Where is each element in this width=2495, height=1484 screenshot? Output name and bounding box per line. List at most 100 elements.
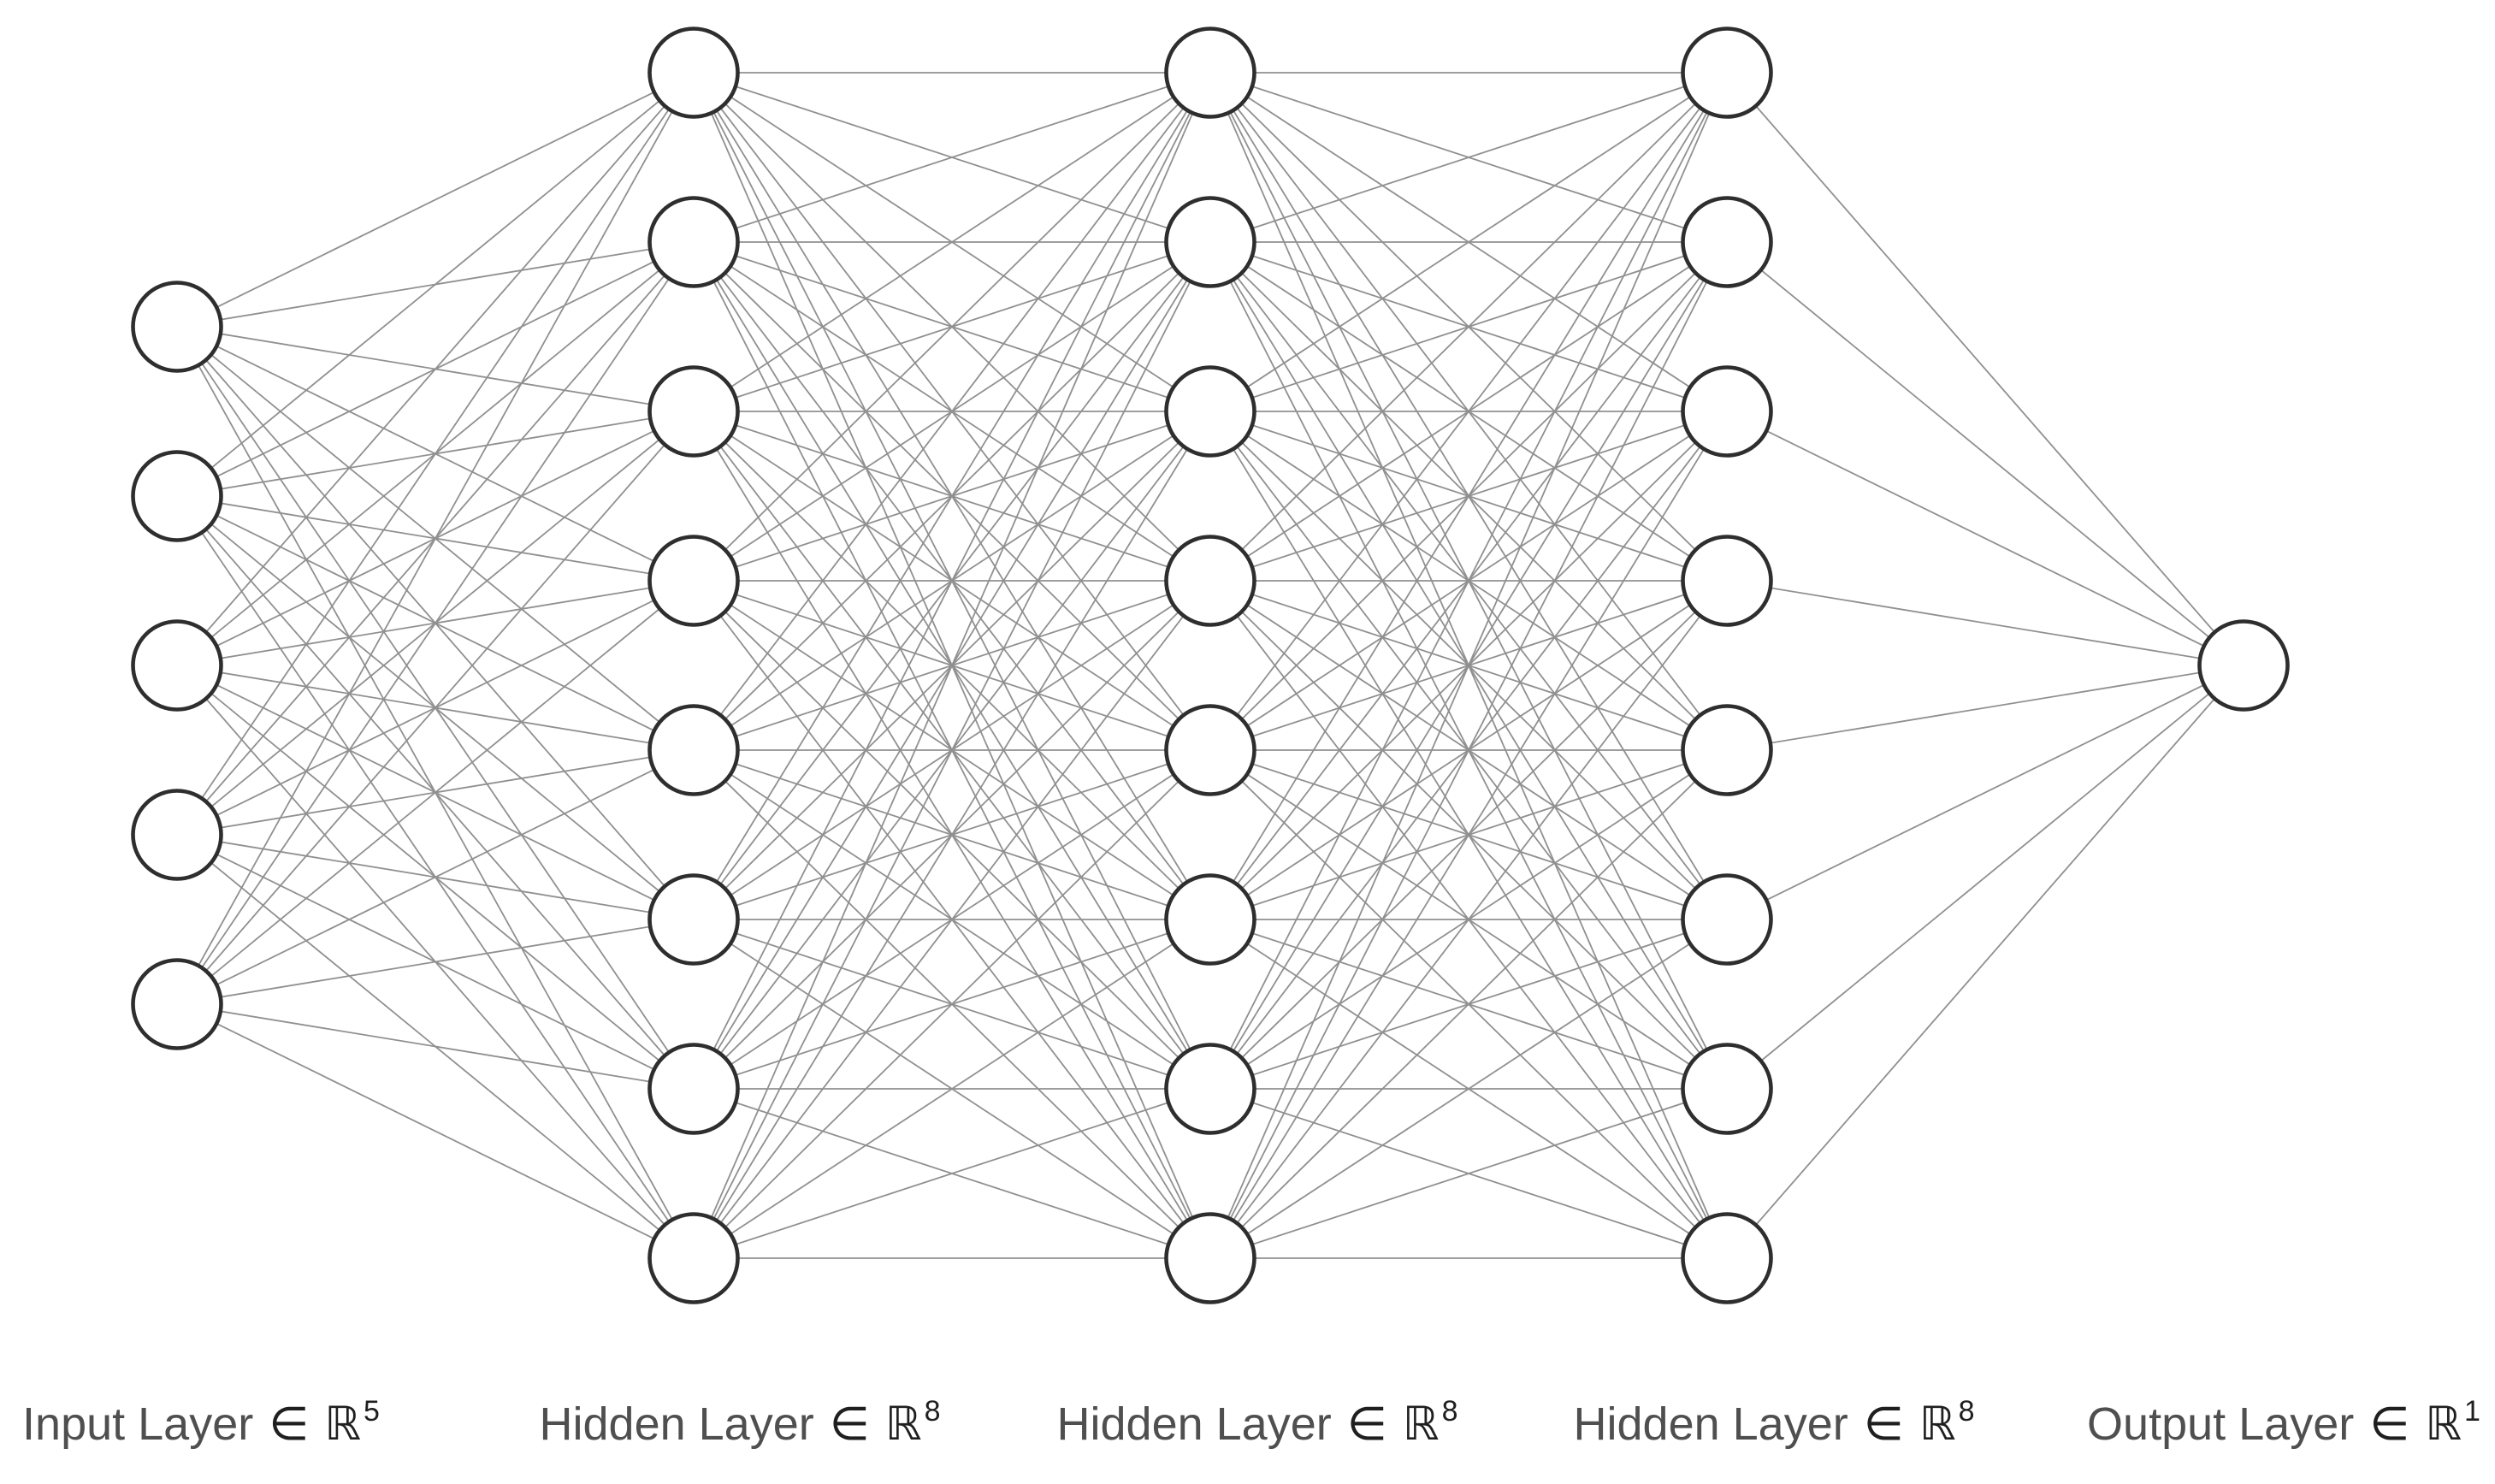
edges-group: [176, 72, 2244, 1259]
neuron-node-hidden-layer-1-0: [647, 27, 740, 119]
neuron-node-input-layer-3: [131, 789, 223, 881]
neuron-node-hidden-layer-3-3: [1681, 535, 1773, 627]
membership-symbol: ∈: [1347, 1398, 1387, 1450]
real-domain-symbol: ℝ: [1403, 1398, 1440, 1450]
connection-edge: [693, 411, 1211, 1259]
connection-edge: [1209, 72, 1728, 920]
neuron-node-hidden-layer-1-6: [647, 1043, 740, 1135]
neuron-node-hidden-layer-1-5: [647, 873, 740, 966]
connection-edge: [1209, 72, 1728, 243]
neuron-node-output-layer-0: [2197, 619, 2290, 712]
layer-label-hidden-layer-1: Hidden Layer ∈ ℝ8: [540, 1395, 941, 1450]
neuron-node-hidden-layer-3-1: [1681, 196, 1773, 288]
layer-label-hidden-layer-3: Hidden Layer ∈ ℝ8: [1574, 1395, 1975, 1450]
layer-label-text: Hidden Layer: [1574, 1398, 1848, 1450]
connection-edge: [1209, 580, 1728, 1259]
neuron-node-hidden-layer-2-3: [1164, 535, 1256, 627]
neuron-node-hidden-layer-3-5: [1681, 873, 1773, 966]
neuron-node-hidden-layer-2-1: [1164, 196, 1256, 288]
connection-edge: [1726, 72, 2244, 666]
connection-edge: [1209, 411, 1728, 1259]
neuron-node-hidden-layer-1-1: [647, 196, 740, 288]
connection-edge: [693, 241, 1211, 1259]
neuron-node-input-layer-0: [131, 281, 223, 373]
neuron-node-hidden-layer-2-7: [1164, 1212, 1256, 1304]
neuron-node-hidden-layer-1-4: [647, 704, 740, 796]
connection-edge: [176, 72, 695, 836]
connection-edge: [693, 72, 1211, 920]
connection-edge: [1209, 919, 1728, 1259]
dimension-superscript: 5: [364, 1395, 380, 1428]
neuron-node-input-layer-1: [131, 450, 223, 542]
connection-edge: [1209, 241, 1728, 1259]
layer-label-output-layer: Output Layer ∈ ℝ1: [2087, 1395, 2480, 1450]
connection-edge: [1726, 241, 2244, 666]
dimension-superscript: 8: [1959, 1395, 1975, 1428]
connection-edge: [693, 919, 1211, 1259]
neuron-node-hidden-layer-3-0: [1681, 27, 1773, 119]
connection-edge: [693, 72, 1211, 1259]
layer-label-hidden-layer-2: Hidden Layer ∈ ℝ8: [1057, 1395, 1458, 1450]
connection-edge: [1209, 72, 1728, 1259]
connection-edge: [176, 72, 695, 328]
connection-edge: [1209, 72, 1728, 582]
neuron-node-hidden-layer-3-4: [1681, 704, 1773, 796]
real-domain-symbol: ℝ: [1919, 1398, 1956, 1450]
neuron-node-hidden-layer-1-7: [647, 1212, 740, 1304]
connection-edge: [176, 919, 695, 1005]
connection-edge: [176, 72, 695, 497]
connection-edge: [693, 72, 1211, 1090]
layer-label-text: Hidden Layer: [1057, 1398, 1332, 1450]
connection-edge: [176, 580, 695, 1005]
membership-symbol: ∈: [269, 1398, 309, 1450]
connection-edge: [1209, 1088, 1728, 1259]
connection-edge: [693, 749, 1211, 1259]
connection-edge: [1726, 411, 2244, 666]
neuron-node-hidden-layer-2-0: [1164, 27, 1256, 119]
connection-edge: [176, 241, 695, 1005]
connection-edge: [176, 1003, 695, 1090]
connection-edge: [176, 411, 695, 1005]
neuron-node-hidden-layer-2-4: [1164, 704, 1256, 796]
real-domain-symbol: ℝ: [324, 1398, 361, 1450]
connection-edge: [693, 1088, 1211, 1259]
connection-edge: [693, 580, 1211, 1259]
membership-symbol: ∈: [2369, 1398, 2409, 1450]
dimension-superscript: 8: [925, 1395, 941, 1428]
connection-edge: [693, 72, 1211, 243]
dimension-superscript: 8: [1442, 1395, 1458, 1428]
connection-edge: [1209, 749, 1728, 1259]
connection-edge: [1726, 665, 2244, 751]
neuron-node-hidden-layer-1-2: [647, 365, 740, 458]
real-domain-symbol: ℝ: [2425, 1398, 2462, 1450]
neuron-node-hidden-layer-3-2: [1681, 365, 1773, 458]
layer-label-text: Output Layer: [2087, 1398, 2354, 1450]
layer-label-text: Hidden Layer: [540, 1398, 814, 1450]
connection-edge: [1726, 665, 2244, 920]
neuron-node-hidden-layer-3-7: [1681, 1212, 1773, 1304]
neuron-node-hidden-layer-2-6: [1164, 1043, 1256, 1135]
connection-edge: [1209, 72, 1728, 1090]
neuron-node-input-layer-4: [131, 958, 223, 1050]
neuron-node-hidden-layer-3-6: [1681, 1043, 1773, 1135]
neuron-node-hidden-layer-1-3: [647, 535, 740, 627]
connection-edge: [176, 749, 695, 1005]
connection-edge: [1726, 665, 2244, 1259]
layer-label-text: Input Layer: [22, 1398, 253, 1450]
neuron-node-input-layer-2: [131, 619, 223, 712]
connection-edge: [1726, 665, 2244, 1090]
real-domain-symbol: ℝ: [885, 1398, 922, 1450]
connection-edge: [176, 72, 695, 666]
connection-edge: [1209, 72, 1728, 751]
membership-symbol: ∈: [830, 1398, 870, 1450]
connection-edge: [693, 72, 1211, 751]
layer-label-input-layer: Input Layer ∈ ℝ5: [22, 1395, 380, 1450]
membership-symbol: ∈: [1864, 1398, 1904, 1450]
nodes-group: [131, 27, 2290, 1304]
dimension-superscript: 1: [2464, 1395, 2480, 1428]
neuron-node-hidden-layer-2-5: [1164, 873, 1256, 966]
neuron-node-hidden-layer-2-2: [1164, 365, 1256, 458]
